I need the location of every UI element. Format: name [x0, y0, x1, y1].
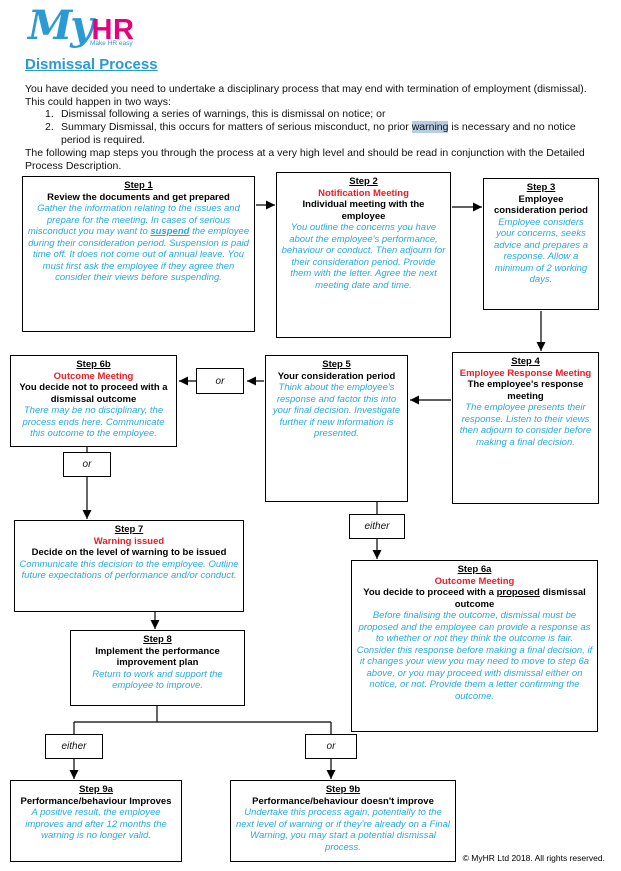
step-2-heading: Individual meeting with the employee: [302, 199, 425, 222]
step-6a-label: Step 6a: [457, 564, 492, 575]
step-8-body: Return to work and support the employee …: [92, 668, 223, 692]
step-4-heading: The employee's response meeting: [467, 379, 584, 402]
step-7-label: Step 7: [114, 524, 144, 535]
step-6a-box: Step 6a Outcome Meeting You decide to pr…: [351, 560, 598, 732]
step-9b-label: Step 9b: [325, 784, 361, 795]
step-9a-heading: Performance/behaviour Improves: [20, 795, 172, 807]
step-6b-subtitle: Outcome Meeting: [53, 370, 134, 382]
step-3-body: Employee considers your concerns, seeks …: [493, 216, 588, 286]
connector-either-2: either: [45, 734, 103, 759]
step-6b-label: Step 6b: [76, 359, 111, 370]
step-4-box: Step 4 Employee Response Meeting The emp…: [452, 352, 599, 504]
step-5-heading: Your consideration period: [277, 370, 396, 382]
step-6b-body: There may be no disciplinary, the proces…: [22, 405, 165, 439]
step-1-label: Step 1: [124, 180, 153, 191]
logo-hr-text: HR: [91, 14, 135, 46]
intro-paragraph: You have decided you need to undertake a…: [25, 83, 587, 108]
step-8-label: Step 8: [143, 634, 172, 645]
step-8-box: Step 8 Implement the performance improve…: [70, 630, 245, 706]
step-9b-heading: Performance/behaviour doesn't improve: [252, 795, 434, 807]
step-9a-label: Step 9a: [79, 784, 113, 795]
step-1-body: Gather the information relating to the i…: [27, 203, 250, 283]
step-4-subtitle: Employee Response Meeting: [459, 367, 592, 379]
step-9a-body: A positive result, the employee improves…: [25, 807, 167, 841]
step-7-box: Step 7 Warning issued Decide on the leve…: [14, 520, 244, 612]
step-4-body: The employee presents their response. Li…: [459, 402, 592, 448]
step-7-body: Communicate this decision to the employe…: [19, 558, 239, 582]
highlighted-word: warning: [411, 121, 449, 133]
connector-or-2: or: [63, 452, 111, 477]
copyright-notice: © MyHR Ltd 2018. All rights reserved.: [462, 853, 605, 863]
logo-tagline: Make HR easy: [90, 40, 133, 47]
step-2-subtitle: Notification Meeting: [318, 187, 409, 199]
step-4-label: Step 4: [511, 356, 540, 367]
step-8-heading: Implement the performance improvement pl…: [95, 645, 220, 669]
step-3-label: Step 3: [526, 182, 556, 193]
underlined-word-proposed: proposed: [496, 587, 540, 598]
logo-my-text: My: [28, 2, 94, 49]
step-2-box: Step 2 Notification Meeting Individual m…: [276, 172, 451, 338]
connector-or-3: or: [305, 734, 357, 759]
step-6a-heading: You decide to proceed with a proposed di…: [363, 587, 586, 610]
step-6a-subtitle: Outcome Meeting: [434, 575, 515, 587]
connector-or-1: or: [196, 368, 244, 394]
list-item-2: 2. Summary Dismissal, this occurs for ma…: [45, 121, 590, 146]
step-2-label: Step 2: [349, 176, 378, 187]
step-1-heading: Review the documents and get prepared: [47, 191, 230, 203]
step-5-body: Think about the employee's response and …: [272, 382, 401, 439]
step-5-label: Step 5: [322, 359, 351, 370]
step-6b-heading: You decide not to proceed with a dismiss…: [19, 382, 168, 405]
step-3-box: Step 3 Employee consideration period Emp…: [483, 178, 599, 310]
list-marker-1: 1.: [45, 108, 54, 120]
step-1-box: Step 1 Review the documents and get prep…: [22, 176, 255, 332]
page-title: Dismissal Process: [25, 56, 158, 73]
step-7-heading: Decide on the level of warning to be iss…: [31, 547, 227, 558]
connector-either-1: either: [349, 514, 405, 539]
outro-paragraph: The following map steps you through the …: [25, 147, 585, 172]
myhr-logo: MyHR Make HR easy: [28, 2, 135, 49]
list-item-1-text: Dismissal following a series of warnings…: [61, 108, 386, 120]
list-marker-2: 2.: [45, 121, 54, 133]
list-item-2-text: Summary Dismissal, this occurs for matte…: [61, 121, 576, 146]
step-6a-body: Before finalising the outcome, dismissal…: [356, 610, 593, 702]
step-7-subtitle: Warning issued: [93, 535, 165, 547]
step-9a-box: Step 9a Performance/behaviour Improves A…: [10, 780, 182, 862]
step-5-box: Step 5 Your consideration period Think a…: [265, 355, 408, 502]
step-3-heading: Employee consideration period: [494, 193, 588, 217]
step-9b-box: Step 9b Performance/behaviour doesn't im…: [230, 780, 456, 862]
step-6b-box: Step 6b Outcome Meeting You decide not t…: [10, 355, 177, 447]
step-9b-body: Undertake this process again, potentiall…: [235, 807, 451, 853]
list-item-1: 1. Dismissal following a series of warnin…: [45, 108, 590, 121]
step-2-body: You outline the concerns you have about …: [281, 222, 446, 291]
underlined-word-suspend: suspend: [150, 226, 190, 237]
